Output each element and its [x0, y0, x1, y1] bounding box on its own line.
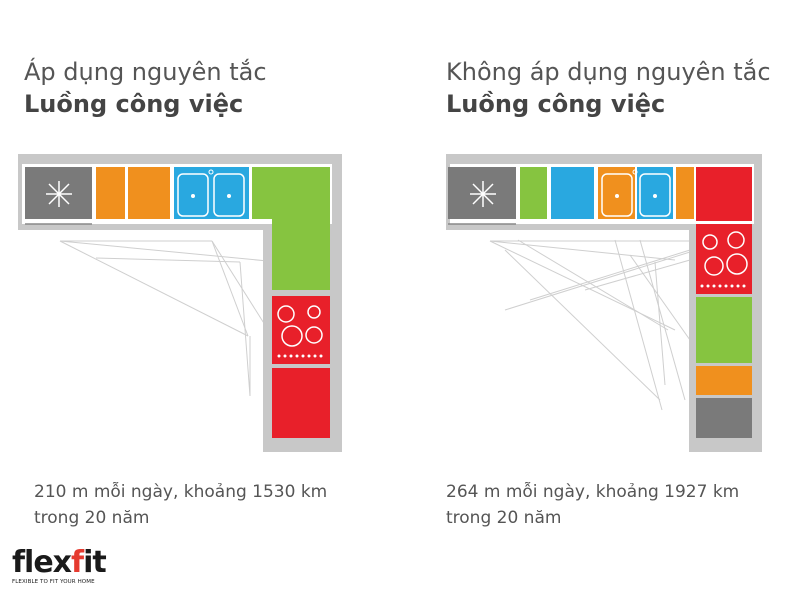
- right-storage-unit-2: [696, 366, 752, 395]
- left-counter-frame: [18, 154, 342, 452]
- right-caption-line1: 264 m mỗi ngày, khoảng 1927 km: [446, 482, 740, 502]
- left-sink-unit: [174, 167, 249, 219]
- right-title-line1: Không áp dụng nguyên tắc: [446, 58, 771, 86]
- logo-wordmark: flexfit: [12, 545, 107, 580]
- left-caption: 210 m mỗi ngày, khoảng 1530 km trong 20 …: [34, 479, 394, 531]
- right-burner-icons: [702, 231, 748, 276]
- right-corner-counter: [696, 167, 752, 221]
- right-prep-unit-2: [696, 297, 752, 363]
- right-prep-unit-1: [520, 167, 547, 219]
- right-kitchen-diagram: [446, 154, 762, 452]
- right-sink-side-unit: [551, 167, 594, 219]
- flexfit-logo: flexfit FLEXIBLE TO FIT YOUR HOME: [12, 545, 107, 586]
- logo-tagline: FLEXIBLE TO FIT YOUR HOME: [12, 579, 95, 585]
- right-snowflake-icon: [470, 181, 496, 207]
- right-counter-frame: [446, 154, 762, 452]
- left-caption-line1: 210 m mỗi ngày, khoảng 1530 km: [34, 482, 328, 502]
- right-sink-basin-2: [639, 173, 671, 217]
- right-caption: 264 m mỗi ngày, khoảng 1927 km trong 20 …: [446, 479, 800, 531]
- right-sink-basin-1: [601, 173, 633, 217]
- right-title-line2: Luồng công việc: [446, 90, 666, 118]
- left-sink-basin-2: [213, 173, 245, 217]
- left-workflow-lines: [59, 240, 279, 397]
- panel-with-workflow: Áp dụng nguyên tắc Luồng công việc: [18, 58, 394, 531]
- left-prep-unit: [252, 167, 330, 290]
- panel-without-workflow: Không áp dụng nguyên tắc Luồng công việc: [400, 0, 800, 600]
- right-storage-unit: [676, 167, 694, 219]
- left-storage-unit-2: [128, 167, 170, 219]
- right-workflow-lines: [489, 239, 700, 411]
- left-cooking-counter: [272, 368, 330, 438]
- left-storage-unit-1: [96, 167, 125, 219]
- left-sink-basin-1: [177, 173, 209, 217]
- left-kitchen-diagram: [18, 154, 342, 452]
- right-sink-unit: [637, 167, 673, 219]
- right-cooktop-unit: [696, 224, 752, 294]
- left-title-line2: Luồng công việc: [24, 90, 244, 118]
- right-caption-line2: trong 20 năm: [446, 508, 562, 528]
- left-burner-icons: [277, 305, 323, 347]
- left-caption-line2: trong 20 năm: [34, 508, 150, 528]
- left-snowflake-icon: [46, 181, 72, 207]
- left-cooktop-unit: [272, 296, 330, 364]
- left-title-line1: Áp dụng nguyên tắc: [24, 58, 267, 86]
- right-tall-unit: [696, 398, 752, 438]
